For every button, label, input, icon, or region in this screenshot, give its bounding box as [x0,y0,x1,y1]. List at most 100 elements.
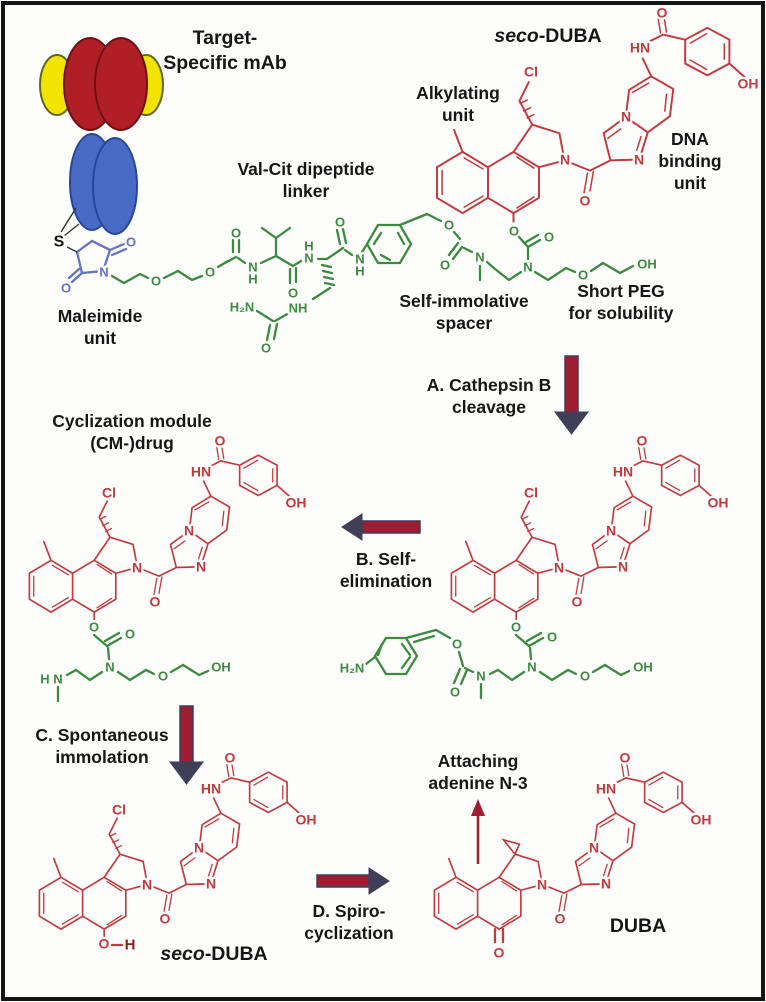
atom-label: Cl [524,64,538,80]
atom-label: OH [211,660,231,675]
atom-label: O [61,281,71,296]
label-step-d: D. Spiro- cyclization [304,901,394,944]
atom-label: N [634,152,644,168]
atom-label: O [225,750,236,766]
atom-label: N [105,660,114,675]
seco-rest: -DUBA [204,943,268,965]
atom-label: O [620,750,631,766]
label-step-b: B. Self- elimination [339,549,433,592]
atom-label: Cl [524,485,538,501]
arrow-d-spirocyclization [316,867,390,895]
label-seco-duba-bottom: seco-DUBA [160,942,267,967]
atom-label: H [304,239,313,254]
atom-label: N [601,876,611,892]
label-alkylating-unit: Alkylating unit [416,83,500,126]
atom-label: N [527,660,536,675]
atom-label: N [194,840,204,856]
atom-label: O [99,936,110,952]
atom-label: N [196,559,206,575]
atom-label: HN [201,781,221,797]
arrow-c-spontaneous [169,705,204,785]
atom-label: O [544,230,554,245]
atom-label: N [621,109,631,125]
label-self-immolative: Self-immolative spacer [399,291,529,334]
atom-label: Cl [112,802,126,818]
atom-label: H₂N [230,300,255,315]
atom-label: N [304,251,313,266]
atom-label: O [126,235,136,250]
atom-label: H [248,272,257,287]
atom-label: OH [738,76,759,92]
linker-tail-mid-right [364,628,631,700]
atom-label: N [476,669,485,684]
atom-label: N [355,252,364,267]
atom-label: H [125,937,136,954]
atom-label: N [523,260,532,275]
atom-label: O [261,341,271,356]
linker-chain-top [110,212,635,342]
payload-structure-duba [433,761,696,930]
atom-label: O [125,627,135,642]
seco-italic: seco [494,25,539,47]
atom-label: N [618,559,628,575]
seco-rest: -DUBA [538,25,602,47]
label-target-mab: Target- Specific mAb [163,27,287,74]
arrow-attaching-adenine [471,799,485,864]
atom-label: N [537,877,547,893]
label-step-c: C. Spontaneous immolation [35,725,169,768]
atom-label: HN [613,464,633,480]
atom-label: O [151,274,161,289]
label-short-peg: Short PEG for solubility [568,281,674,324]
atom-label: O [509,224,519,239]
atom-label: OH [296,812,317,828]
atom-label: O [452,637,462,652]
atom-label: S [54,234,65,251]
atom-label: HN [596,781,616,797]
atom-label: OH [633,660,653,675]
atom-label: O [150,594,161,610]
atom-label: N [560,152,570,168]
arrow-a-cathepsin [554,355,589,435]
atom-label: O [288,286,298,301]
atom-label: O [511,620,521,635]
atom-label: O [555,911,566,927]
atom-label: O [657,5,668,21]
atom-label: Cl [102,485,116,501]
label-cm-drug: Cyclization module (CM-)drug [52,411,212,454]
label-val-cit-linker: Val-Cit dipeptide linker [237,159,375,202]
atom-label: NH [289,301,308,316]
maleimide-ring [66,239,128,284]
atom-label: O [440,258,450,273]
label-duba: DUBA [609,915,667,937]
atom-label: O [580,669,590,684]
atom-label: N [53,672,62,687]
atom-label: O [580,193,591,209]
atom-label: OH [637,257,657,272]
atom-label: O [205,265,215,280]
atom-label: O [494,945,505,961]
atom-labels-layer: ClNONNHNOOHClNONNHNOOHClNONNHNOOHClNONNH… [38,2,761,963]
atom-label: N [475,250,484,265]
atom-label: O [547,630,557,645]
atom-label: O [215,433,226,449]
atom-label: N [99,265,108,280]
arrow-b-self-elimination [341,513,421,541]
atom-label: O [160,911,171,927]
label-attaching-adenine: Attaching adenine N-3 [428,751,528,794]
atom-label: H₂N [340,661,365,676]
atom-label: HN [191,464,211,480]
atom-label: N [184,523,194,539]
atom-label: N [132,560,142,576]
atom-label: N [589,840,599,856]
duba-ketone-bond [493,927,505,944]
atom-label: O [444,218,454,233]
linker-tail-cm-drug [56,631,210,703]
atom-label: O [578,268,588,283]
antibody-cartoon [39,37,164,237]
atom-label: O [572,594,583,610]
atom-label: OH [691,812,712,828]
atom-label: O [158,669,168,684]
label-seco-duba-top: seco-DUBA [494,24,601,49]
